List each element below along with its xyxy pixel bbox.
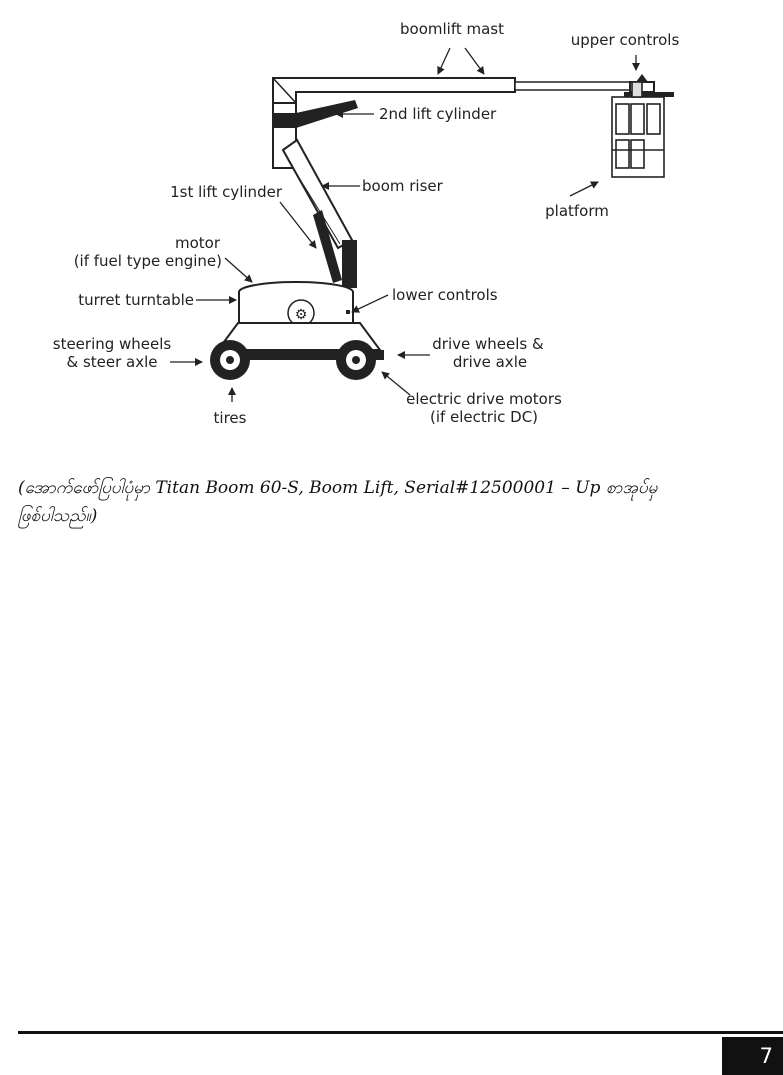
footer-rule <box>18 1031 783 1034</box>
label-electric-dc: (if electric DC) <box>430 408 538 426</box>
platform-basket <box>611 81 665 178</box>
label-steer-axle: & steer axle <box>66 353 157 371</box>
label-turret-turntable: turret turntable <box>78 291 194 309</box>
caption-line-2: ဖြစ်ပါသည်။) <box>18 506 98 526</box>
label-upper-controls: upper controls <box>571 31 680 49</box>
label-boom-riser: boom riser <box>362 177 444 195</box>
boom-mast-shape <box>272 77 516 104</box>
label-steering-wheels: steering wheels <box>53 335 172 353</box>
diagram-labels: boomlift mast upper controls 2nd lift cy… <box>53 20 680 427</box>
steering-wheel <box>210 340 250 380</box>
first-lift-cylinder <box>313 210 342 283</box>
svg-text:⚙: ⚙ <box>295 307 308 323</box>
second-lift-cylinder <box>273 100 358 128</box>
page-number: 7 <box>722 1037 783 1075</box>
label-lower-controls: lower controls <box>392 286 498 304</box>
leader-lines <box>170 47 640 402</box>
label-2nd-lift-cylinder: 2nd lift cylinder <box>379 105 497 123</box>
boom-lift-diagram: ⚙ boomlift mast <box>53 20 680 427</box>
boom-riser-shape <box>281 138 354 250</box>
figure-caption: (အောက်ဖော်ပြပါပုံမှာ Titan Boom 60-S, Bo… <box>18 474 763 530</box>
caption-line-1: (အောက်ဖော်ပြပါပုံမှာ Titan Boom 60-S, Bo… <box>18 478 658 498</box>
label-drive-axle: drive axle <box>453 353 527 371</box>
label-tires: tires <box>214 409 247 427</box>
label-motor-note: (if fuel type engine) <box>74 252 222 270</box>
label-electric-drive-motors: electric drive motors <box>406 390 562 408</box>
mast-post <box>342 240 357 288</box>
mast-extension <box>514 81 636 91</box>
boom-lift-illustration: ⚙ <box>210 74 674 380</box>
drive-wheel <box>336 340 376 380</box>
label-drive-wheels: drive wheels & <box>432 335 544 353</box>
page-number-text: 7 <box>759 1044 773 1068</box>
label-boomlift-mast: boomlift mast <box>400 20 504 38</box>
label-platform: platform <box>545 202 609 220</box>
label-motor: motor <box>175 234 221 252</box>
label-1st-lift-cylinder: 1st lift cylinder <box>170 183 283 201</box>
